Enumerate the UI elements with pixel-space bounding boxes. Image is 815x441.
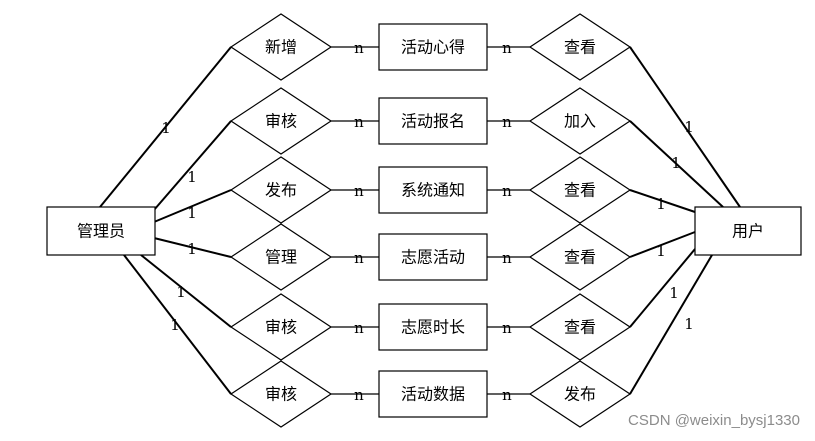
entity-box	[378, 23, 488, 71]
entity-label: 活动心得	[401, 38, 465, 57]
cardinality-one-admin: 1	[187, 204, 197, 222]
user-entity-label: 用户	[732, 222, 764, 241]
right-relationship-diamond	[528, 360, 632, 428]
watermark: CSDN @weixin_bysj1330	[628, 412, 800, 429]
cardinality-one-user: 1	[684, 315, 694, 333]
entity-label: 活动报名	[401, 112, 465, 131]
entity-label: 志愿活动	[401, 248, 465, 267]
left-relationship-label: 发布	[265, 181, 297, 200]
entity-box	[378, 233, 488, 281]
right-relationship-label: 查看	[564, 181, 596, 200]
shapes-layer: 管理员 用户	[46, 13, 802, 428]
right-relationship-diamond	[528, 293, 632, 361]
cardinality-one-user: 1	[669, 284, 679, 302]
left-relationship-label: 管理	[265, 248, 297, 267]
cardinality-one-user: 1	[656, 242, 666, 260]
cardinality-n-left: n	[354, 249, 364, 267]
entity-box	[378, 166, 488, 214]
cardinality-n-right: n	[502, 39, 512, 57]
left-relationship-diamond	[229, 360, 333, 428]
cardinality-n-right: n	[502, 319, 512, 337]
left-relationship-diamond	[229, 13, 333, 81]
cardinality-n-left: n	[354, 182, 364, 200]
edge-admin-rel-4	[153, 237, 232, 258]
cardinality-one-admin: 1	[170, 316, 180, 334]
edge-rel-user-1	[629, 46, 741, 208]
entity-label: 活动数据	[401, 385, 465, 404]
cardinality-n-right: n	[502, 249, 512, 267]
cardinality-n-right: n	[502, 386, 512, 404]
edge-admin-rel-3	[153, 189, 232, 223]
edges-layer	[99, 46, 741, 395]
right-relationship-label: 查看	[564, 248, 596, 267]
entity-label: 志愿时长	[401, 318, 465, 337]
admin-entity-label: 管理员	[77, 222, 125, 241]
entity-box	[378, 303, 488, 351]
right-relationship-label: 查看	[564, 318, 596, 337]
cardinality-n-right: n	[502, 182, 512, 200]
cardinality-one-admin: 1	[161, 119, 171, 137]
right-relationship-label: 发布	[564, 385, 596, 404]
cardinality-one-admin: 1	[176, 283, 186, 301]
cardinality-n-left: n	[354, 386, 364, 404]
cardinality-n-left: n	[354, 113, 364, 131]
cardinality-one-user: 1	[656, 195, 666, 213]
edge-admin-rel-1	[99, 46, 232, 208]
left-relationship-diamond	[229, 223, 333, 291]
left-relationship-diamond	[229, 87, 333, 155]
cardinality-one-admin: 1	[187, 240, 197, 258]
cardinality-one-admin: 1	[187, 168, 197, 186]
right-relationship-diamond	[528, 87, 632, 155]
edge-rel-user-4	[629, 231, 696, 258]
entity-box	[378, 370, 488, 418]
left-relationship-label: 审核	[265, 318, 297, 337]
user-entity-box	[694, 206, 802, 256]
entity-box	[378, 97, 488, 145]
left-relationship-diamond	[229, 293, 333, 361]
entity-label: 系统通知	[401, 181, 465, 200]
cardinality-n-left: n	[354, 319, 364, 337]
right-relationship-label: 查看	[564, 38, 596, 57]
edge-rel-user-2	[629, 120, 724, 208]
left-relationship-label: 审核	[265, 112, 297, 131]
left-relationship-label: 审核	[265, 385, 297, 404]
right-relationship-diamond	[528, 13, 632, 81]
right-relationship-diamond	[528, 156, 632, 224]
cardinality-n-right: n	[502, 113, 512, 131]
admin-entity-box	[46, 206, 156, 256]
cardinality-n-left: n	[354, 39, 364, 57]
edge-admin-rel-5	[140, 254, 232, 328]
edge-admin-rel-2	[153, 120, 232, 211]
right-relationship-label: 加入	[564, 112, 596, 131]
left-relationship-label: 新增	[265, 38, 297, 57]
left-relationship-diamond	[229, 156, 333, 224]
right-relationship-diamond	[528, 223, 632, 291]
edge-admin-rel-6	[123, 254, 232, 395]
edge-rel-user-6	[629, 254, 713, 395]
edge-rel-user-5	[629, 248, 696, 328]
cardinality-one-user: 1	[671, 154, 681, 172]
edge-rel-user-3	[629, 189, 696, 213]
cardinality-one-user: 1	[684, 118, 694, 136]
